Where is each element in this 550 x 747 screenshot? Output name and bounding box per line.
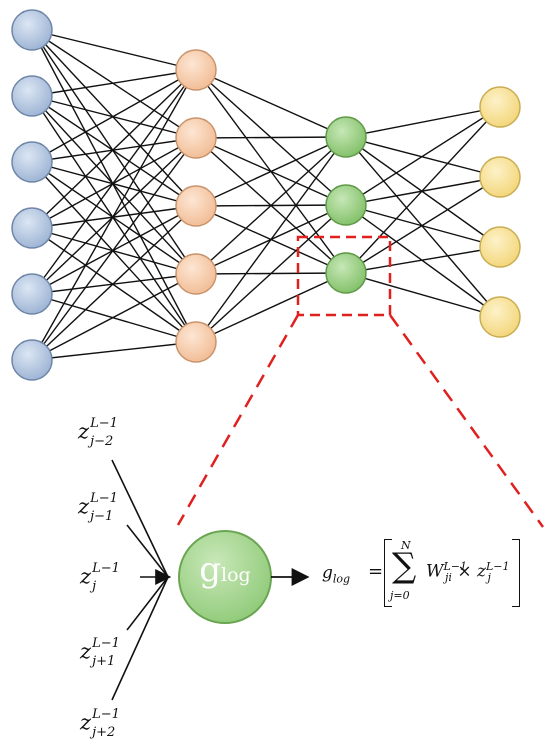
formula-lhs: glog [322, 563, 351, 586]
connection-line [31, 161, 197, 207]
connection-line [195, 272, 347, 343]
node-layer2-1 [175, 49, 217, 91]
connection-line [345, 106, 501, 274]
connection-line [31, 227, 197, 343]
connection-line [31, 69, 197, 295]
connection-line [345, 106, 501, 206]
input-line-4 [126, 576, 169, 631]
connection-line [345, 106, 501, 138]
connection-line [31, 205, 197, 361]
formula-right-bracket [512, 539, 520, 607]
activation-formula: glog = N ∑ j=0 WL−1ji × zL−1j [322, 535, 542, 615]
sum-sigma: ∑ [392, 546, 417, 586]
node-layer4-2 [479, 156, 521, 198]
node-layer2-3 [175, 185, 217, 227]
connection-line [31, 69, 197, 361]
connection-line [31, 161, 197, 275]
connection-line [345, 204, 501, 248]
node-layer4-1 [479, 86, 521, 128]
connection-line [345, 136, 501, 318]
connection-line [31, 29, 197, 275]
connection-line [31, 137, 197, 163]
node-layer2-4 [175, 253, 217, 295]
connection-line [31, 69, 197, 163]
sum-lower-limit: j=0 [390, 589, 410, 602]
node-layer3-3 [325, 252, 367, 294]
input-line-2 [126, 524, 169, 578]
connection-line [345, 246, 501, 274]
connection-line [345, 136, 501, 178]
formula-equals: = [368, 561, 384, 582]
connection-line [31, 69, 197, 97]
connection-line [31, 205, 197, 229]
input-line-5 [111, 576, 169, 701]
zoom-line-left [176, 314, 300, 526]
connection-line [31, 29, 197, 139]
sum-upper-limit: N [401, 539, 411, 552]
connection-line [31, 29, 197, 207]
connection-line [195, 136, 347, 207]
formula-left-bracket [384, 539, 392, 607]
node-layer1-3 [11, 141, 53, 183]
zoom-node-label: glog [199, 550, 251, 590]
node-layer3-1 [325, 116, 367, 158]
connection-line [31, 273, 197, 361]
node-layer3-2 [325, 184, 367, 226]
connection-line [345, 272, 501, 318]
connection-line [195, 136, 347, 343]
node-layer1-2 [11, 75, 53, 117]
node-layer1-5 [11, 273, 53, 315]
connection-line [195, 69, 347, 138]
node-layer1-1 [11, 9, 53, 51]
network-nodes [11, 9, 521, 381]
connection-line [31, 69, 197, 229]
connection-line [31, 29, 197, 71]
node-layer4-3 [479, 226, 521, 268]
node-layer4-4 [479, 296, 521, 338]
node-layer1-4 [11, 207, 53, 249]
network-connections [31, 29, 501, 361]
connection-line [31, 95, 197, 139]
connection-line [31, 137, 197, 361]
connection-line [31, 95, 197, 275]
connection-line [195, 136, 347, 275]
connection-line [345, 136, 501, 248]
connection-line [195, 136, 347, 139]
zoom-highlight [176, 235, 545, 528]
connection-line [31, 341, 197, 361]
connection-line [345, 204, 501, 318]
zoom-box [296, 235, 392, 317]
connection-line [31, 273, 197, 295]
input-line-1 [111, 459, 169, 578]
formula-body: WL−1ji × zL−1j [426, 560, 510, 585]
connection-line [31, 227, 197, 275]
zoom-input-lines [111, 459, 310, 701]
zoom-line-right [388, 314, 545, 528]
node-layer2-5 [175, 321, 217, 363]
connection-line [31, 161, 197, 343]
connection-line [31, 293, 197, 343]
connection-line [195, 204, 347, 343]
connection-line [345, 176, 501, 274]
node-layer2-2 [175, 117, 217, 159]
connection-line [31, 95, 197, 207]
node-layer1-6 [11, 339, 53, 381]
connection-line [31, 95, 197, 343]
